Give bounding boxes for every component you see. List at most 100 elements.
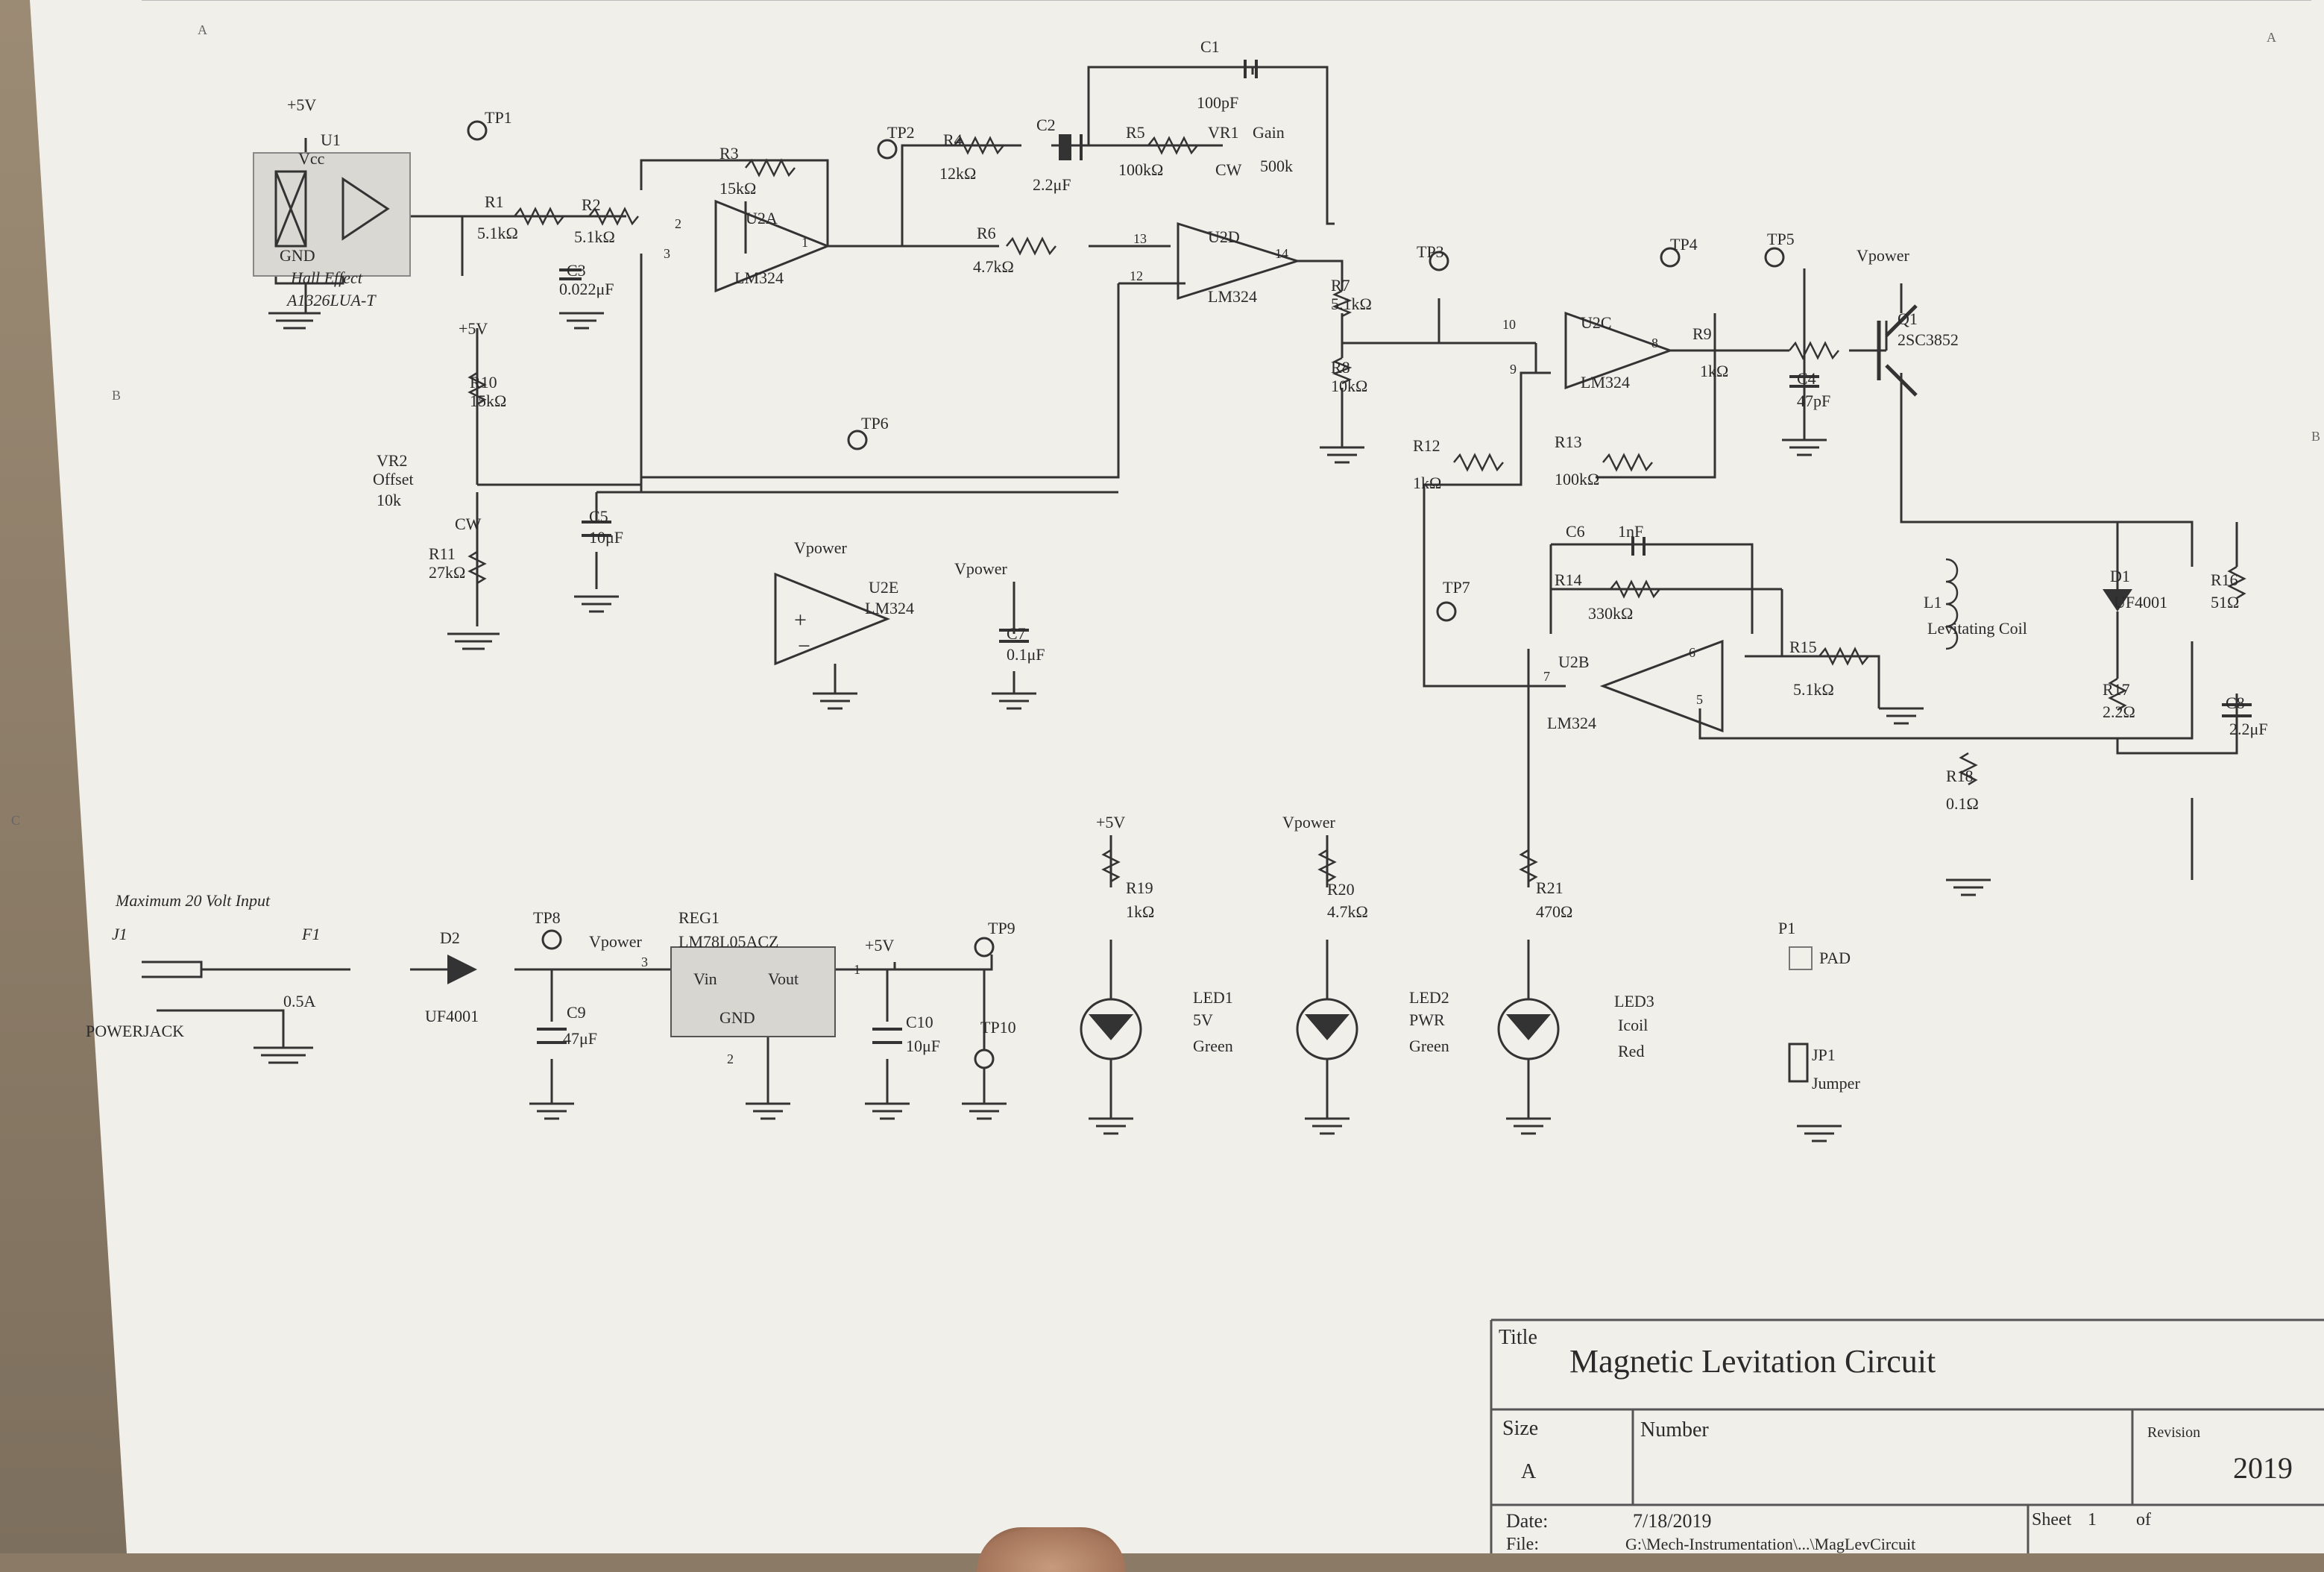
- regulator-box: [670, 946, 836, 1037]
- grid-b-right: B: [2311, 429, 2321, 444]
- label-r8-val: 10kΩ: [1331, 377, 1368, 395]
- label-r20: R20: [1327, 880, 1355, 899]
- label-r7-val: 5.1kΩ: [1331, 295, 1372, 313]
- label-d2-val: UF4001: [425, 1007, 479, 1025]
- label-c3: C3: [567, 261, 586, 280]
- label-vin: Vin: [693, 969, 717, 988]
- label-c10-val: 10μF: [906, 1037, 941, 1055]
- label-r17-val: 2.2Ω: [2103, 702, 2135, 721]
- label-r3: R3: [719, 144, 739, 163]
- label-f1: F1: [302, 925, 321, 943]
- label-c4-val: 47pF: [1797, 392, 1831, 410]
- label-led2: LED2: [1409, 988, 1449, 1007]
- pin-12: 12: [1130, 268, 1143, 283]
- pin-reg-1: 1: [854, 962, 860, 977]
- label-r6: R6: [977, 224, 996, 242]
- date-value: 7/18/2019: [1633, 1510, 1712, 1532]
- label-tp1: TP1: [485, 108, 512, 127]
- label-led2-b: Green: [1409, 1037, 1449, 1055]
- label-r19: R19: [1126, 878, 1153, 897]
- label-r18-val: 0.1Ω: [1946, 794, 1979, 813]
- label-led1-a: 5V: [1193, 1010, 1213, 1029]
- label-jp1-name: Jumper: [1812, 1074, 1860, 1092]
- label-u2e-part: LM324: [865, 599, 914, 617]
- pin-reg-2: 2: [727, 1051, 734, 1066]
- label-vr1-cw: CW: [1215, 160, 1242, 179]
- file-label: File:: [1506, 1535, 1540, 1554]
- label-5v-reg: +5V: [865, 936, 895, 955]
- label-vpower-reg: Vpower: [589, 932, 642, 951]
- label-vcc: Vcc: [298, 149, 325, 168]
- label-u2c: U2C: [1581, 313, 1612, 332]
- label-c6-val: 1nF: [1618, 522, 1644, 541]
- label-u2b: U2B: [1558, 653, 1590, 671]
- label-r6-val: 4.7kΩ: [973, 257, 1014, 276]
- label-led3-b: Red: [1618, 1042, 1645, 1060]
- label-r11-val: 27kΩ: [429, 563, 466, 582]
- label-u1-part: A1326LUA-T: [287, 291, 376, 309]
- label-q1: Q1: [1898, 309, 1918, 328]
- number-label: Number: [1640, 1418, 1709, 1441]
- label-vr2-name: Offset: [373, 470, 414, 488]
- label-vpower-q1: Vpower: [1857, 246, 1909, 265]
- label-r21-val: 470Ω: [1536, 902, 1573, 921]
- grid-a-right: A: [2267, 30, 2276, 45]
- label-l1-name: Levitating Coil: [1927, 619, 2027, 638]
- label-r15-val: 5.1kΩ: [1793, 680, 1834, 699]
- label-r1-val: 5.1kΩ: [477, 224, 518, 242]
- label-led1-b: Green: [1193, 1037, 1233, 1055]
- label-c7-val: 0.1μF: [1007, 645, 1045, 664]
- label-u2a-part: LM324: [734, 268, 784, 287]
- label-f1-val: 0.5A: [283, 992, 316, 1010]
- pin-3: 3: [664, 246, 670, 261]
- label-c9: C9: [567, 1003, 586, 1022]
- label-led3-a: Icoil: [1618, 1016, 1648, 1034]
- label-r16: R16: [2211, 570, 2238, 589]
- label-r7: R7: [1331, 276, 1350, 295]
- pin-10: 10: [1502, 317, 1516, 332]
- label-vout: Vout: [768, 969, 799, 988]
- u2e-plus: +: [794, 608, 807, 632]
- label-powerjack: POWERJACK: [86, 1022, 185, 1040]
- sheet-label: Sheet: [2032, 1510, 2072, 1529]
- label-vr2-val: 10k: [377, 491, 401, 509]
- label-c10: C10: [906, 1013, 933, 1031]
- date-label: Date:: [1506, 1510, 1549, 1532]
- title-block-lines: [1490, 1318, 2324, 1553]
- label-r11: R11: [429, 544, 456, 563]
- label-tp6: TP6: [861, 414, 889, 433]
- label-d2: D2: [440, 928, 460, 947]
- label-vpower-r20: Vpower: [1282, 813, 1335, 831]
- label-r5-val: 100kΩ: [1118, 160, 1164, 179]
- label-pad: PAD: [1819, 949, 1851, 967]
- label-r14: R14: [1555, 570, 1582, 589]
- label-vpower-c7: Vpower: [954, 559, 1007, 578]
- label-c5: C5: [589, 507, 608, 526]
- label-u1: U1: [321, 131, 341, 149]
- label-r2: R2: [582, 195, 601, 214]
- label-tp3: TP3: [1417, 242, 1444, 261]
- pin-2: 2: [675, 216, 681, 231]
- label-r8: R8: [1331, 358, 1350, 377]
- label-tp2: TP2: [887, 123, 915, 142]
- label-u2b-part: LM324: [1547, 714, 1596, 732]
- pin-1: 1: [802, 235, 808, 250]
- label-vpower-u2e: Vpower: [794, 538, 847, 557]
- label-tp7: TP7: [1443, 578, 1470, 597]
- label-c8-val: 2.2μF: [2229, 720, 2268, 738]
- size-value: A: [1521, 1460, 1537, 1483]
- label-r13-val: 100kΩ: [1555, 470, 1600, 488]
- label-r9: R9: [1692, 324, 1712, 343]
- label-vr2-cw: CW: [455, 515, 482, 533]
- label-c6: C6: [1566, 522, 1585, 541]
- grid-b-left: B: [112, 388, 122, 403]
- pin-7: 7: [1543, 669, 1550, 684]
- label-c1-val: 100pF: [1197, 93, 1239, 112]
- label-r21: R21: [1536, 878, 1563, 897]
- label-c9-val: 47μF: [563, 1029, 598, 1048]
- label-r19-val: 1kΩ: [1126, 902, 1155, 921]
- label-u2e: U2E: [869, 578, 899, 597]
- label-vr1-gain: Gain: [1253, 123, 1285, 142]
- pin-9: 9: [1510, 362, 1517, 377]
- grid-a-left: A: [198, 22, 207, 37]
